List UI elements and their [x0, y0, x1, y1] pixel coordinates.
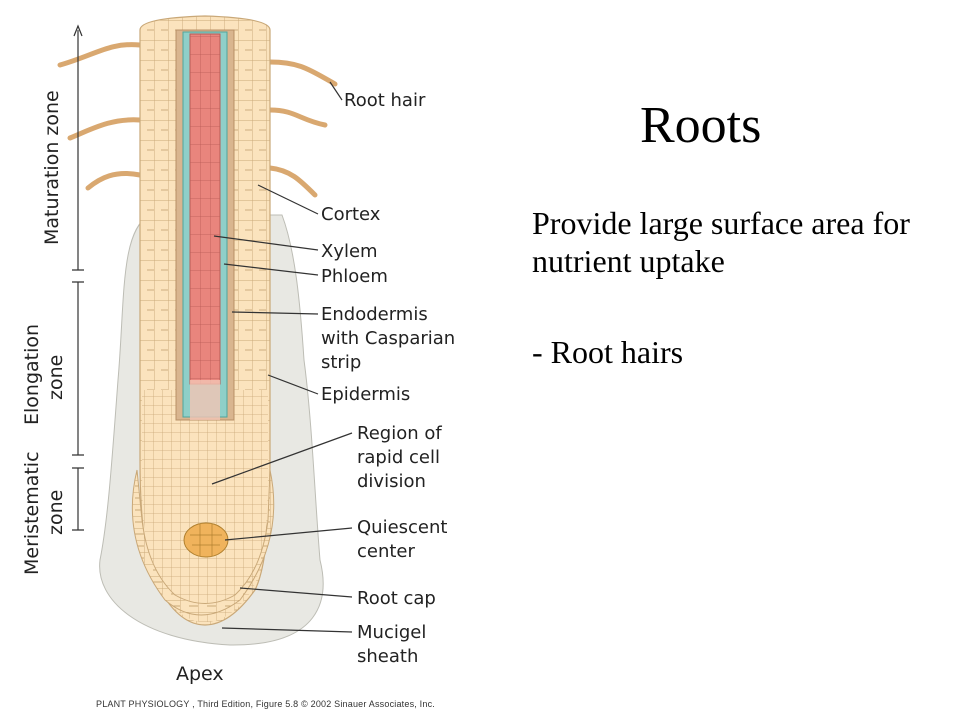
quiescent-center-cells: [190, 524, 222, 556]
zone-brackets: [72, 24, 84, 531]
label-cortex: Cortex: [321, 204, 381, 225]
label-apex: Apex: [176, 663, 224, 685]
xylem-core: [189, 33, 221, 385]
root-cap-cells: [131, 469, 275, 616]
label-root-hair: Root hair: [344, 90, 426, 111]
label-rapid-division-line2: rapid cell: [357, 447, 440, 468]
label-rapid-division-line3: division: [357, 471, 426, 492]
xylem-fade: [190, 380, 220, 420]
label-mucigel-line2: sheath: [357, 646, 418, 667]
slide-body-text: Provide large surface area for nutrient …: [532, 205, 910, 279]
slide-title: Roots: [640, 97, 762, 154]
label-endodermis-line3: strip: [321, 352, 361, 373]
slide-bullet-root-hairs: - Root hairs: [532, 334, 684, 370]
label-quiescent-line1: Quiescent: [357, 517, 447, 538]
zone-label-elongation-line1: Elongation: [21, 324, 43, 425]
label-quiescent-line2: center: [357, 541, 416, 562]
label-rapid-division-line1: Region of: [357, 423, 442, 444]
zone-label-elongation-line2: zone: [45, 355, 67, 400]
label-xylem: Xylem: [321, 241, 378, 262]
quiescent-center-shape: [183, 522, 229, 558]
label-root-cap: Root cap: [357, 588, 436, 609]
label-epidermis: Epidermis: [321, 384, 410, 405]
meristem-cells: [142, 390, 268, 622]
root-hairs: [57, 42, 338, 198]
label-phloem: Phloem: [321, 266, 388, 287]
zone-label-maturation: Maturation zone: [41, 90, 63, 245]
zone-label-meristematic-line1: Meristematic: [21, 451, 43, 575]
zone-label-meristematic-line2: zone: [45, 490, 67, 535]
root-diagram: Maturation zone Elongation zone Meristem…: [21, 15, 455, 709]
label-mucigel-line1: Mucigel: [357, 622, 426, 643]
label-endodermis-line2: with Casparian: [321, 328, 455, 349]
figure-credit: PLANT PHYSIOLOGY , Third Edition, Figure…: [96, 699, 435, 709]
label-endodermis-line1: Endodermis: [321, 304, 428, 325]
pointer-lines: [211, 81, 353, 633]
